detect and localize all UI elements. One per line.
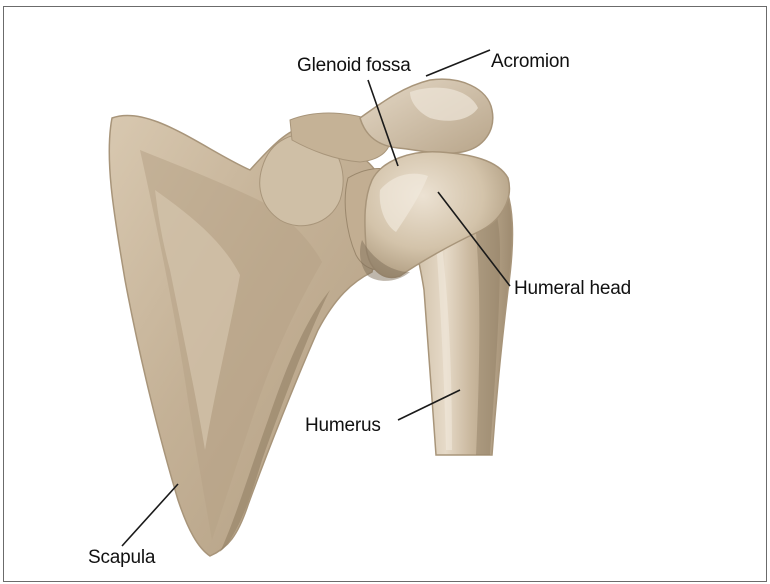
label-scapula: Scapula xyxy=(88,548,155,567)
label-glenoid-fossa: Glenoid fossa xyxy=(297,56,411,75)
label-humeral-head: Humeral head xyxy=(514,279,631,298)
label-acromion: Acromion xyxy=(491,52,570,71)
label-humerus: Humerus xyxy=(305,416,381,435)
scapula-bone xyxy=(109,113,409,556)
leader-line-acromion xyxy=(426,50,490,76)
leader-line-scapula xyxy=(122,484,178,546)
